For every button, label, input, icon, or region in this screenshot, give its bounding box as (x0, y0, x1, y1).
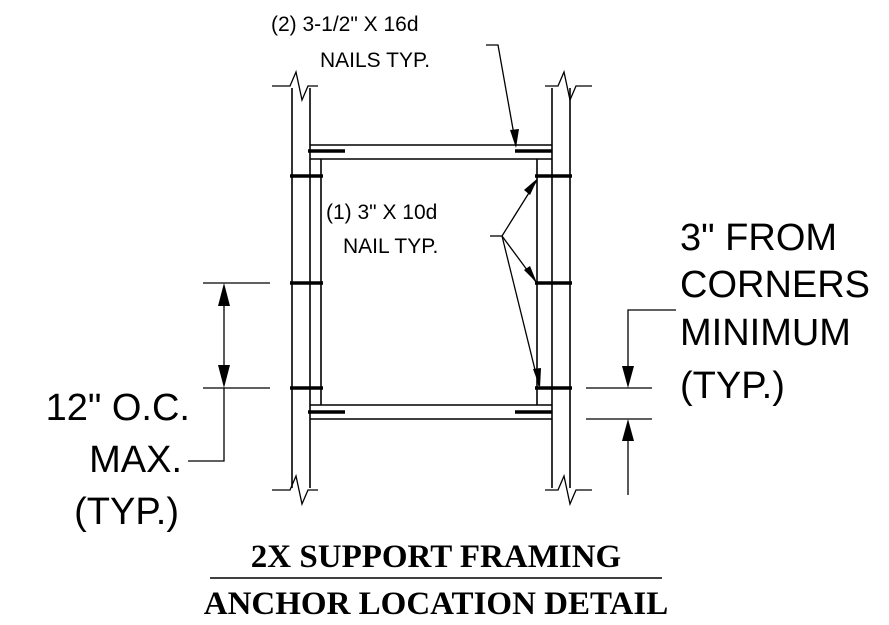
blocking-frame (310, 144, 552, 420)
note-spacing-line2: MAX. (89, 439, 182, 481)
note-16d-line1: (2) 3-1/2" X 16d (271, 13, 419, 36)
note-spacing-line1: 12" O.C. (46, 387, 190, 429)
note-corner-line3: MINIMUM (680, 312, 851, 354)
note-corner-line1: 3" FROM (680, 217, 837, 259)
corner-dimension (586, 309, 676, 495)
leader-16d (486, 44, 519, 148)
note-corner-line2: CORNERS (680, 264, 870, 306)
nails-16d (308, 149, 552, 414)
note-spacing-line3: (TYP.) (74, 491, 179, 533)
title-line2: ANCHOR LOCATION DETAIL (204, 586, 669, 622)
note-10d-line1: (1) 3" X 10d (326, 201, 437, 224)
title-line1: 2X SUPPORT FRAMING (251, 539, 621, 575)
nails-10d (290, 174, 572, 390)
note-16d-line2: NAILS TYP. (320, 49, 430, 72)
right-stud (545, 69, 592, 507)
left-stud (272, 69, 318, 507)
note-10d-line2: NAIL TYP. (343, 235, 438, 258)
leader-10d (490, 178, 541, 388)
note-corner-line4: (TYP.) (680, 365, 785, 407)
spacing-dimension (188, 282, 270, 462)
